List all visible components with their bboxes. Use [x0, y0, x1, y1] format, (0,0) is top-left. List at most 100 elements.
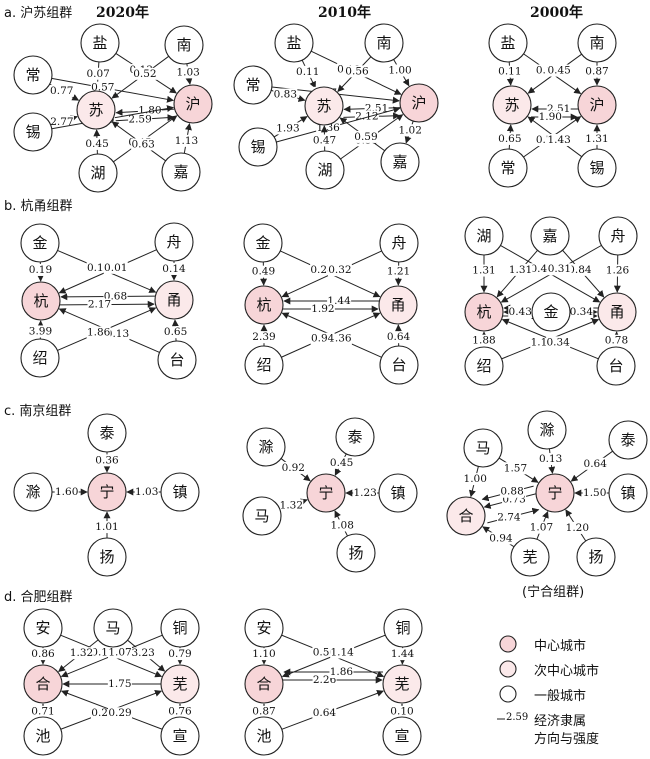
node-label-c2000-zhen: 镇: [620, 484, 635, 502]
edge-label-c2010-chu-to-ning: 0.92: [282, 462, 305, 474]
edge-label-d2010-wu-to-he: 1.86: [330, 666, 354, 678]
edge-label-bg-b2020-tai-to-hang: [105, 328, 130, 341]
edge-label-a2020-su-to-hu: 2.59: [128, 113, 151, 125]
node-c2000-he: [446, 496, 486, 536]
edge-label-a2000-yan-to-su: 0.11: [498, 66, 521, 78]
edge-label-bg-c2000-ning-to-he: [500, 485, 525, 498]
node-label-b2010-yong: 甬: [390, 296, 405, 314]
node-b2020-shao: [20, 338, 60, 378]
legend-normal-swatch: [499, 685, 517, 703]
edge-label-bg-c2000-tai-to-ning: [583, 457, 608, 470]
node-b2020-tai: [157, 340, 197, 380]
edge-label-c2010-yang-to-ning: 1.08: [331, 519, 354, 531]
edge-label-bg-c2000-ma-to-he: [463, 473, 488, 486]
node-b2020-jin: [20, 223, 60, 263]
edge-label-b2020-jin-to-hang: 0.19: [29, 264, 52, 276]
edge-label-b2020-tai-to-hang: 0.13: [106, 328, 129, 340]
edge-label-c2000-yang-to-ning: 1.20: [566, 522, 589, 534]
node-c2000-zhen: [608, 473, 648, 513]
edge-label-bg-c2010-chu-to-ning: [281, 461, 306, 474]
edge-label-bg-a2000-nan-to-hu: [585, 65, 609, 78]
edge-label-b2020-zhou-to-hang: 0.01: [104, 262, 127, 274]
edge-label-bg-d2010-chi-to-he: [252, 705, 276, 718]
node-d2010-an: [244, 608, 284, 648]
node-label-b2000-tai: 台: [608, 357, 623, 375]
node-label-d2010-xuan: 宣: [394, 727, 409, 745]
edge-label-bg-b2020-shao-to-yong: [86, 326, 111, 339]
edge-label-bg-b2010-tai-to-yong: [386, 331, 411, 344]
node-b2020-yong: [154, 280, 194, 320]
node-label-b2020-tai: 台: [169, 351, 184, 369]
node-a2000-chang: [488, 148, 528, 188]
node-b2000-jia: [530, 216, 570, 256]
edge-label-bg-b2000-jia-to-hang: [508, 263, 533, 276]
edge-label-d2020-tong-to-wu: 0.79: [168, 648, 191, 660]
node-label-b2010-jin: 金: [255, 234, 270, 252]
edge-label-bg-d2020-chi-to-he: [31, 705, 55, 718]
legend-arrow-value: 2.59: [505, 712, 530, 723]
edge-label-b2000-jia-to-yong: 0.84: [568, 264, 592, 276]
node-label-c2020-tai: 泰: [99, 424, 114, 442]
edge-label-b2010-zhou-to-hang: 0.32: [328, 264, 351, 276]
edge-label-a2000-nan-to-hu: 0.87: [585, 66, 608, 78]
node-a2020-jia: [161, 152, 201, 192]
node-c2000-ma: [463, 428, 503, 468]
node-label-c2000-ning: 宁: [547, 484, 562, 502]
edge-label-bg-b2020-hang-to-yong: [87, 298, 112, 311]
edge-label-bg-b2000-tai-to-yong: [604, 334, 629, 347]
edge-label-bg-b2010-zhou-to-yong: [386, 265, 411, 278]
edge-label-b2010-tai-to-yong: 0.64: [387, 331, 411, 343]
node-a2020-chang: [13, 55, 53, 95]
node-label-a2010-su: 苏: [316, 97, 331, 115]
edge-label-d2020-xuan-to-he: 0.29: [108, 707, 131, 719]
node-label-d2020-xuan: 宣: [172, 727, 187, 745]
node-label-b2000-jin: 金: [543, 303, 558, 321]
edge-label-c2010-zhen-to-ning: 1.23: [353, 487, 376, 499]
edge-label-b2020-shao-to-hang: 3.99: [29, 325, 52, 337]
edge-label-c2000-tai-to-ning: 0.64: [584, 458, 608, 470]
edge-label-bg-c2010-yang-to-ning: [330, 519, 355, 532]
node-c2020-ning: [87, 472, 127, 512]
node-c2020-yang: [87, 537, 127, 577]
section-label-c: c. 南京组群: [4, 404, 72, 419]
node-label-c2000-ma: 马: [475, 439, 490, 457]
edge-label-d2020-xuan-to-wu: 0.76: [168, 706, 192, 718]
node-a2010-huzhou: [305, 150, 345, 190]
edge-label-bg-c2000-ma-to-ning: [503, 462, 528, 475]
year-2000: 2000年: [530, 5, 583, 21]
edge-label-b2000-jin-to-yong: 0.34: [570, 306, 594, 318]
node-a2010-nan: [364, 23, 404, 63]
edge-label-bg-c2010-tai-to-ning: [329, 456, 354, 469]
node-label-d2020-he: 合: [35, 675, 50, 693]
node-label-a2010-nan: 南: [376, 34, 391, 52]
edge-label-bg-d2020-an-to-he: [31, 648, 55, 661]
edge-label-a2020-nan-to-hu: 1.03: [176, 66, 199, 78]
edge-label-c2000-zhen-to-ning: 1.50: [583, 487, 606, 499]
legend: [497, 635, 529, 723]
edge-label-c2000-he-to-ning: 2.74: [497, 511, 521, 523]
node-b2010-yong: [378, 285, 418, 325]
node-c2020-zhen: [160, 472, 200, 512]
edge-label-bg-c2000-yang-to-ning: [565, 521, 590, 534]
edge-label-bg-b2000-jia-to-yong: [567, 263, 592, 276]
edge-label-bg-a2020-su-to-hu: [128, 113, 153, 126]
node-d2020-tong: [160, 608, 200, 648]
edge-label-bg-d2010-wu-to-he: [329, 666, 354, 678]
edge-label-bg-c2020-zhen-to-ning: [134, 486, 159, 498]
node-label-b2000-shao: 绍: [476, 357, 491, 375]
node-label-d2020-an: 安: [35, 619, 50, 637]
node-label-b2000-huzhou: 湖: [476, 227, 491, 245]
node-d2010-wu: [382, 664, 422, 704]
edge-label-bg-a2020-chang-to-su: [49, 84, 74, 97]
node-label-d2010-an: 安: [256, 619, 271, 637]
edge-label-d2020-an-to-he: 0.86: [31, 648, 55, 660]
node-d2020-he: [23, 664, 63, 704]
legend-arrow-label-1: 经济隶属: [534, 714, 587, 729]
edge-label-b2020-zhou-to-yong: 0.14: [162, 263, 186, 275]
node-a2000-xi: [577, 148, 617, 188]
edge-label-bg-b2010-jin-to-hang: [251, 265, 276, 278]
node-label-d2020-ma: 马: [105, 619, 120, 637]
node-a2010-jia: [380, 142, 420, 182]
node-a2010-chang: [233, 65, 273, 105]
node-label-b2010-tai: 台: [391, 356, 406, 374]
